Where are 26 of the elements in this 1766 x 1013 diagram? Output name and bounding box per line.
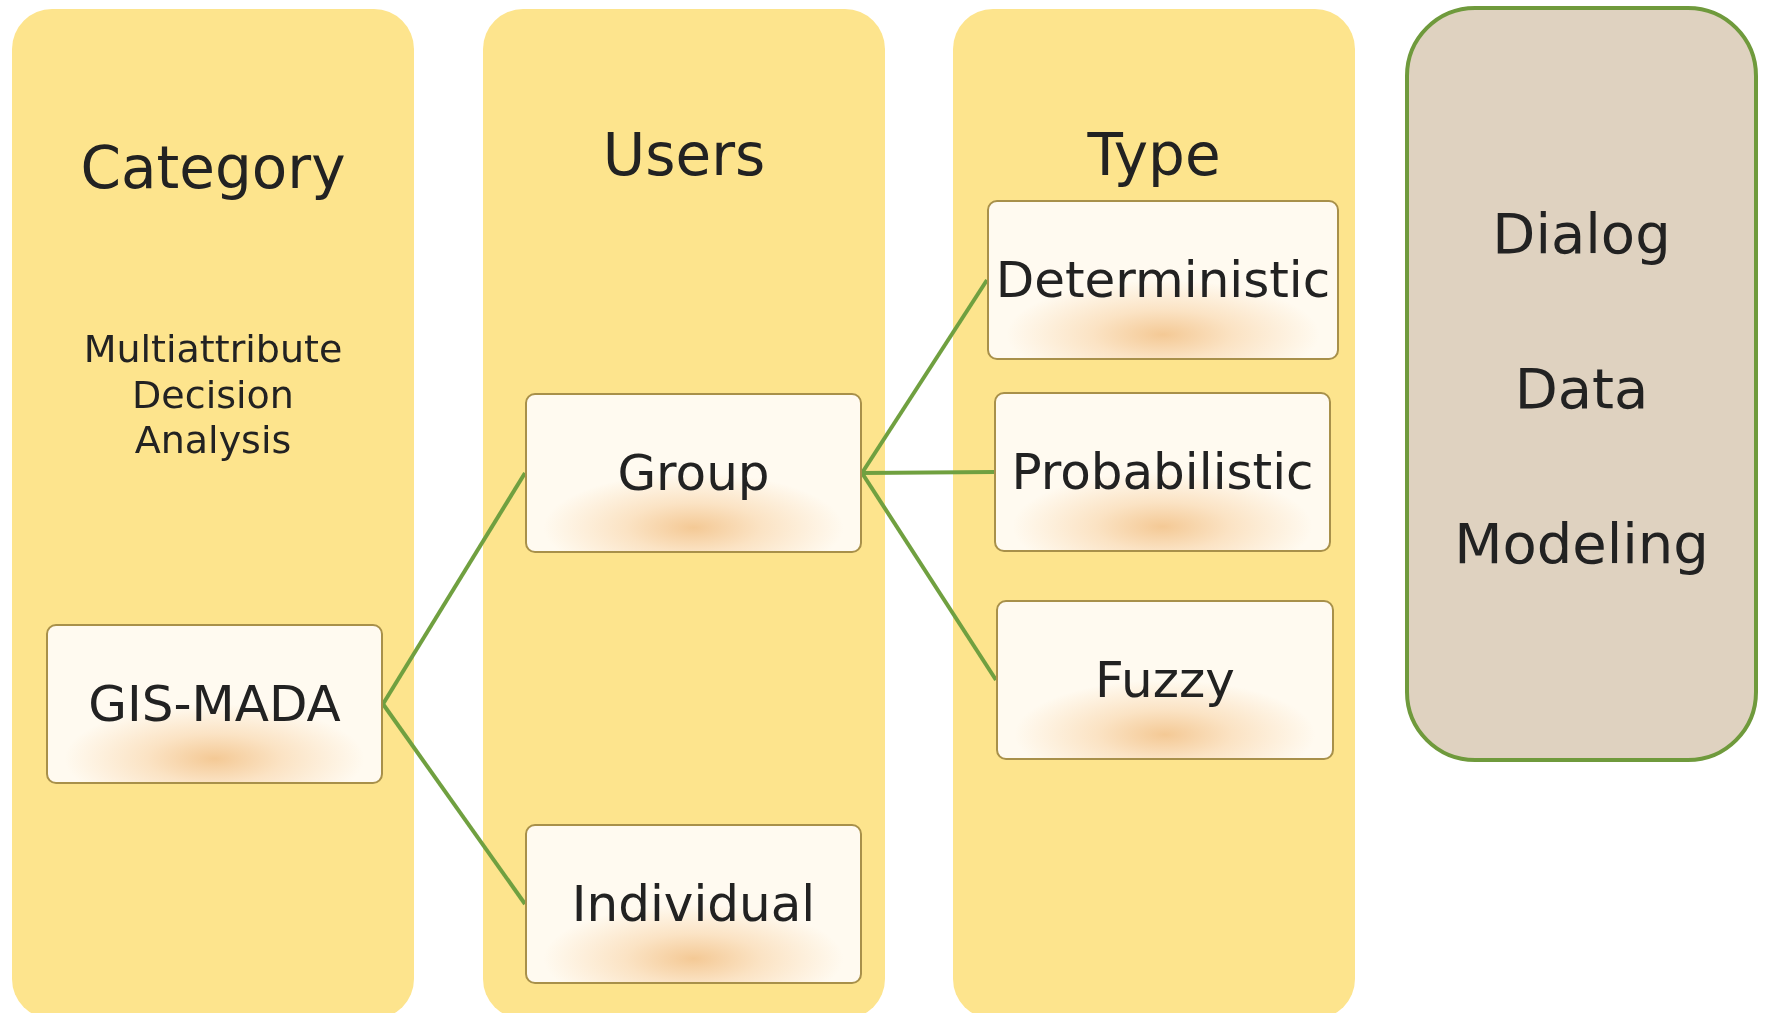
column-heading: Type <box>1086 121 1222 191</box>
connector-line <box>381 471 527 706</box>
column-description: Multiattribute Decision Analysis <box>82 327 344 464</box>
type-box <box>996 600 1334 760</box>
category-box <box>46 624 383 784</box>
category-column <box>12 9 414 1013</box>
box-label: Group <box>617 444 770 502</box>
type-box <box>987 200 1339 360</box>
box-label: Deterministic <box>995 251 1331 309</box>
type-column <box>953 9 1355 1013</box>
panel-text: Dialog <box>1491 200 1672 268</box>
connector-line <box>381 702 527 906</box>
panel-text: Data <box>1513 355 1650 423</box>
box-label: Individual <box>571 875 816 933</box>
column-heading: Category <box>79 134 347 204</box>
box-label: GIS-MADA <box>88 675 341 733</box>
user-box <box>525 393 862 553</box>
column-heading: Users <box>601 121 767 191</box>
connector-line <box>862 470 994 475</box>
box-label: Probabilistic <box>1011 443 1314 501</box>
type-box <box>994 392 1331 552</box>
user-box <box>525 824 862 984</box>
box-label: Fuzzy <box>1095 651 1235 709</box>
users-column <box>483 9 885 1013</box>
panel-text: Modeling <box>1453 510 1710 578</box>
side-panel <box>1405 6 1758 762</box>
